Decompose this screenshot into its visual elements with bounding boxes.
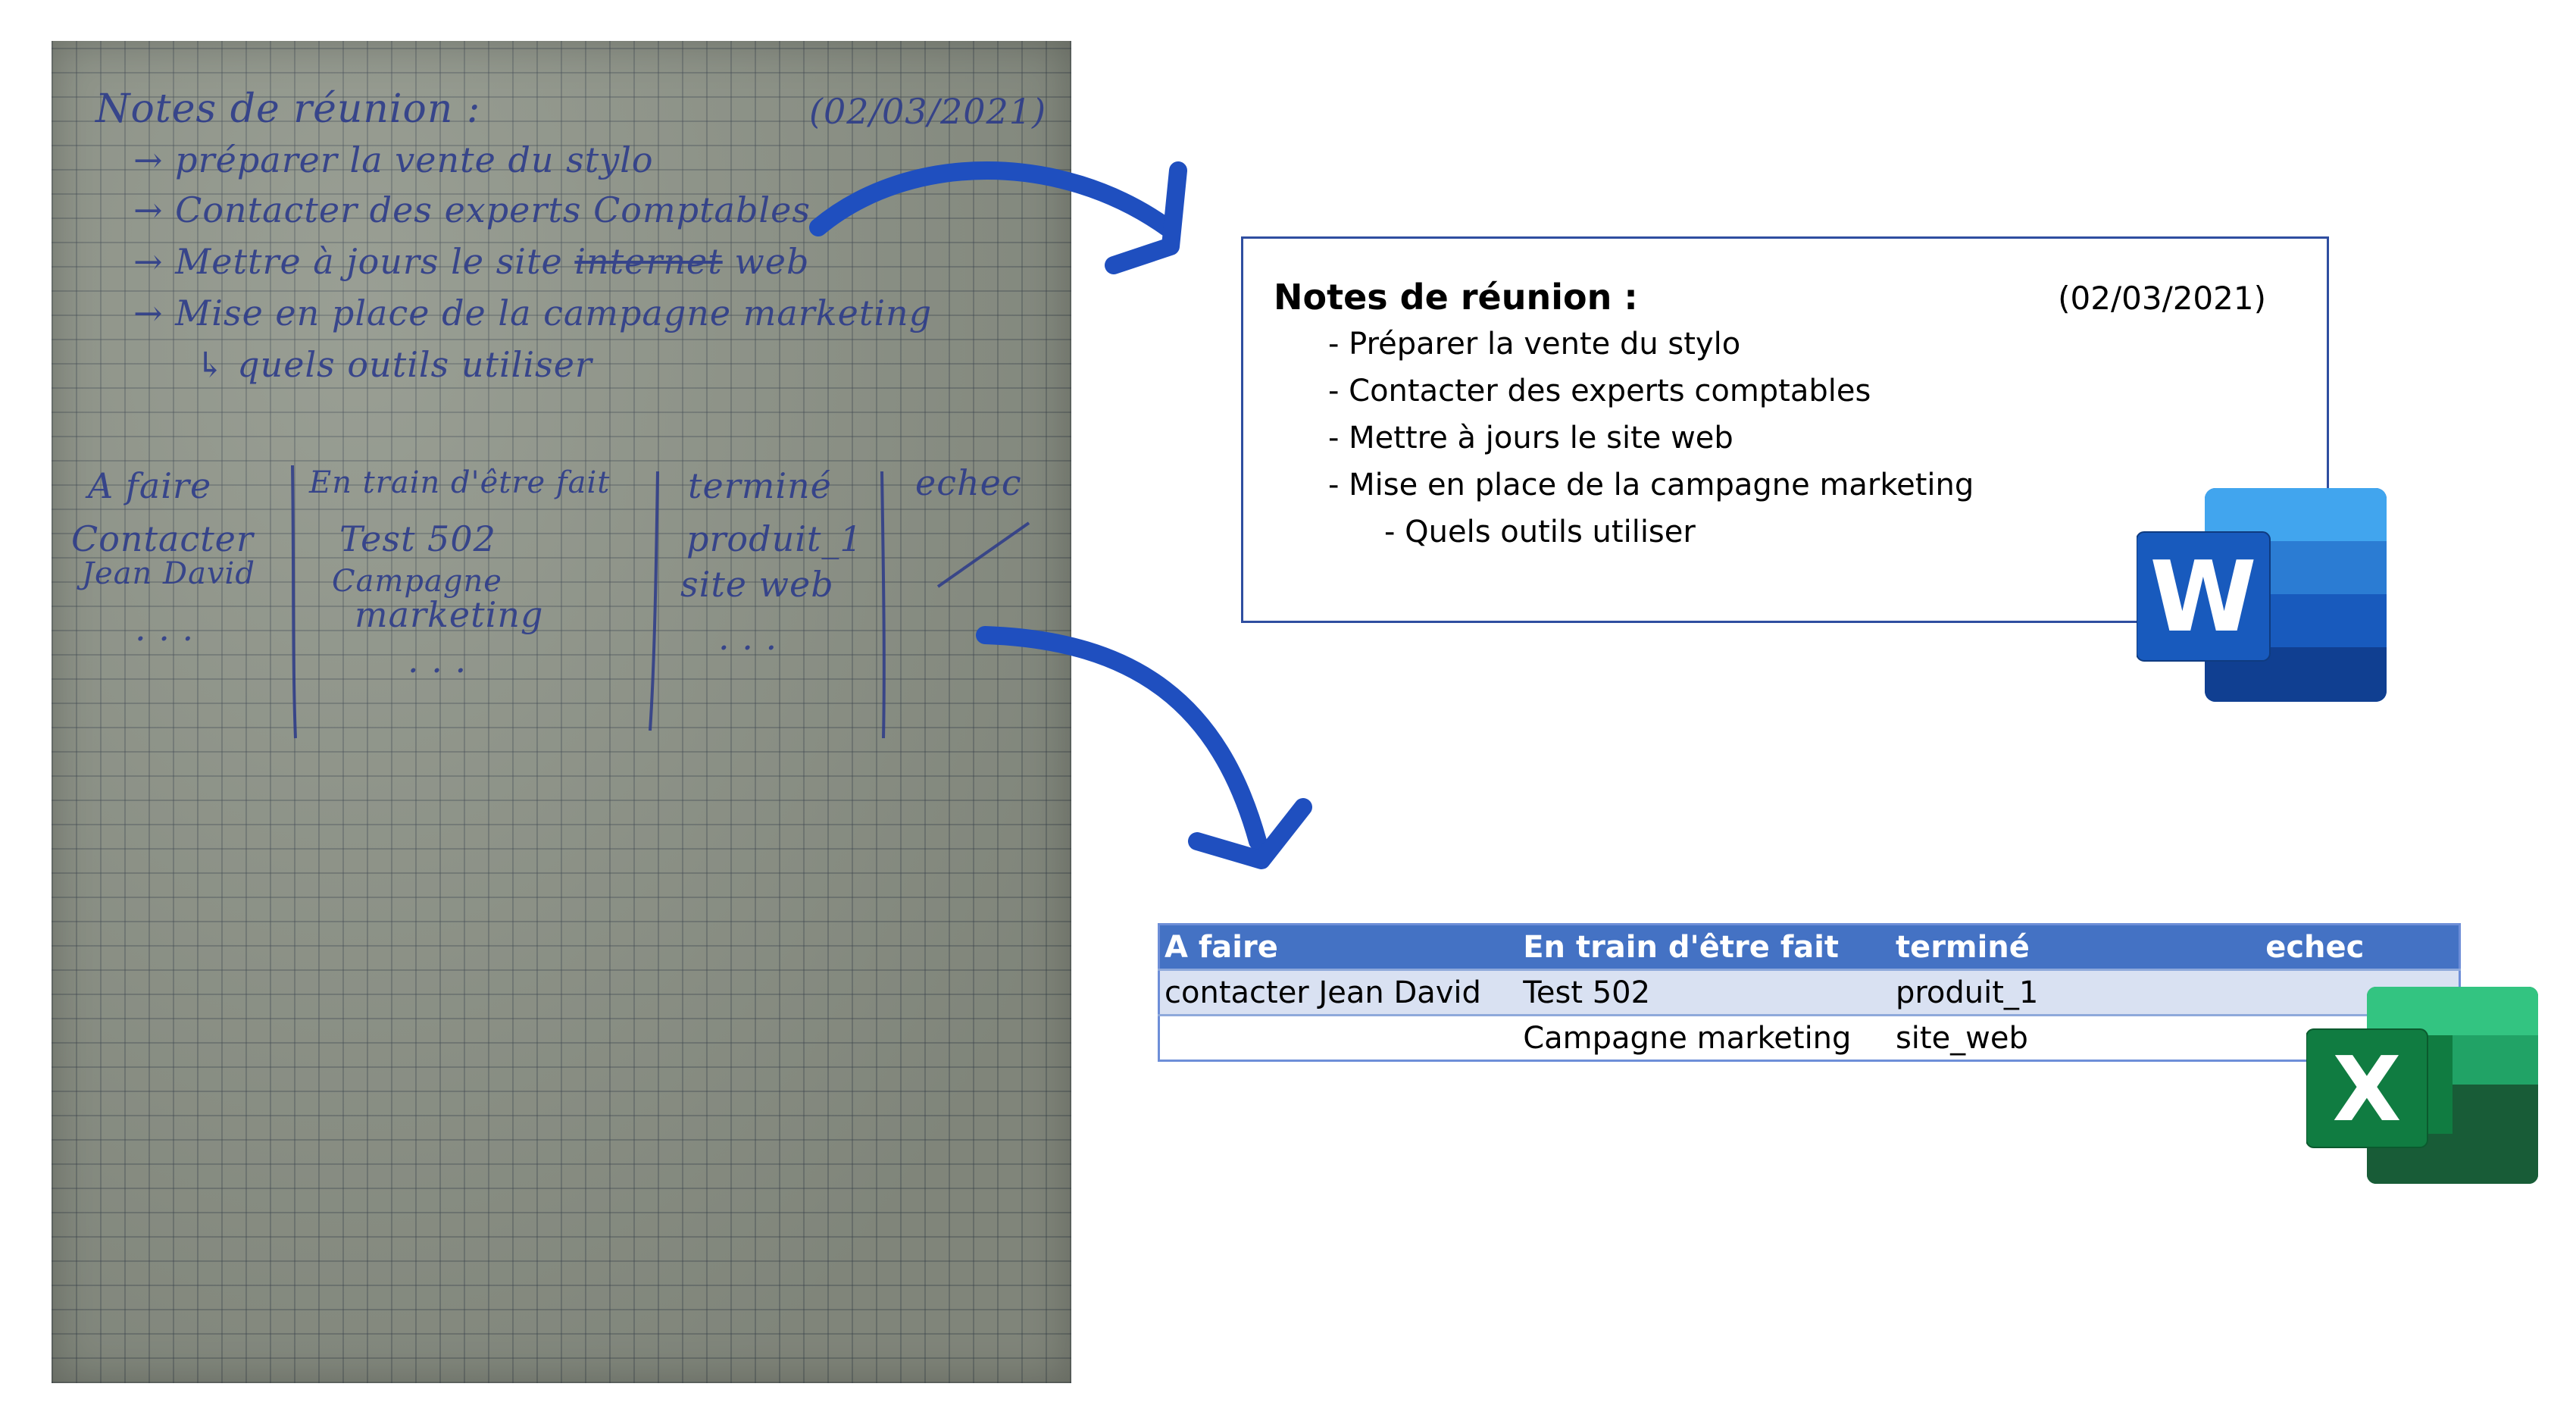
handwritten-col3-line-1: produit_1 [686, 518, 863, 559]
table-row: contacter Jean David Test 502 produit_1 [1158, 969, 2460, 1016]
word-line-2: - Contacter des experts comptables [1328, 374, 1871, 408]
excel-header-termine: terminé [1890, 924, 2262, 970]
table-cell: Campagne marketing [1518, 1014, 1891, 1061]
word-line-3: - Mettre à jours le site web [1328, 421, 1733, 455]
handwritten-column-dividers [291, 465, 1030, 739]
excel-header-row: A faire En train d'être fait terminé ech… [1158, 924, 2460, 970]
word-title: Notes de réunion : [1274, 277, 1638, 318]
handwritten-col-header-2: En train d'être fait [309, 465, 611, 500]
handwritten-date: (02/03/2021) [809, 91, 1047, 132]
handwritten-item-4: → Mise en place de la campagne marketing [133, 293, 933, 333]
word-line-4: - Mise en place de la campagne marketing [1328, 468, 1974, 502]
excel-header-a-faire: A faire [1158, 924, 1519, 970]
excel-icon-letter: X [2333, 1037, 2402, 1141]
table-row: Campagne marketing site_web [1158, 1014, 2460, 1061]
handwritten-col-header-3: terminé [688, 465, 832, 506]
handwritten-item-3-text: → Mettre à jours le site [133, 241, 563, 282]
word-line-5: - Quels outils utiliser [1384, 515, 1696, 549]
handwritten-after-strike: web [734, 241, 810, 282]
word-document-preview: Notes de réunion : (02/03/2021) - Prépar… [1241, 236, 2329, 623]
handwritten-col2-line-1: Test 502 [339, 518, 496, 559]
handwritten-item-5: ↳ quels outils utiliser [195, 344, 592, 385]
table-cell [1158, 1014, 1519, 1061]
table-cell: contacter Jean David [1158, 969, 1519, 1016]
table-cell: site_web [1890, 1014, 2262, 1061]
handwritten-title: Notes de réunion : [95, 86, 481, 132]
excel-table-preview: A faire En train d'être fait terminé ech… [1158, 923, 2461, 1062]
table-cell: Test 502 [1518, 969, 1891, 1016]
handwritten-col1-line-2: Jean David [82, 556, 255, 591]
handwritten-strike-word: internet [574, 241, 723, 282]
handwritten-col2-line-2: Campagne [332, 564, 502, 599]
handwritten-notes-photo: Notes de réunion : (02/03/2021) → prépar… [52, 41, 1071, 1383]
word-icon: W [2137, 488, 2387, 702]
excel-header-en-train: En train d'être fait [1518, 924, 1891, 970]
excel-header-echec: echec [2261, 924, 2460, 970]
handwritten-col1-line-3: . . . [135, 608, 195, 649]
word-icon-letter: W [2149, 541, 2256, 654]
handwritten-col2-line-4: . . . [408, 640, 467, 681]
handwritten-item-1: → préparer la vente du stylo [133, 139, 654, 180]
handwritten-col1-line-1: Contacter [71, 518, 254, 559]
handwritten-col2-line-3: marketing [355, 594, 544, 635]
handwritten-col-header-4: echec [915, 462, 1022, 503]
handwritten-col-header-1: A faire [88, 465, 212, 506]
handwritten-item-2: → Contacter des experts Comptables [133, 189, 811, 230]
table-cell: produit_1 [1890, 969, 2262, 1016]
handwritten-item-3: → Mettre à jours le site internet web [133, 241, 809, 282]
handwritten-col3-line-2: site web [680, 564, 834, 605]
word-line-1: - Préparer la vente du stylo [1328, 327, 1741, 362]
word-date: (02/03/2021) [2058, 280, 2266, 317]
excel-icon: X [2306, 987, 2538, 1184]
handwritten-col3-line-3: . . . [718, 617, 778, 658]
